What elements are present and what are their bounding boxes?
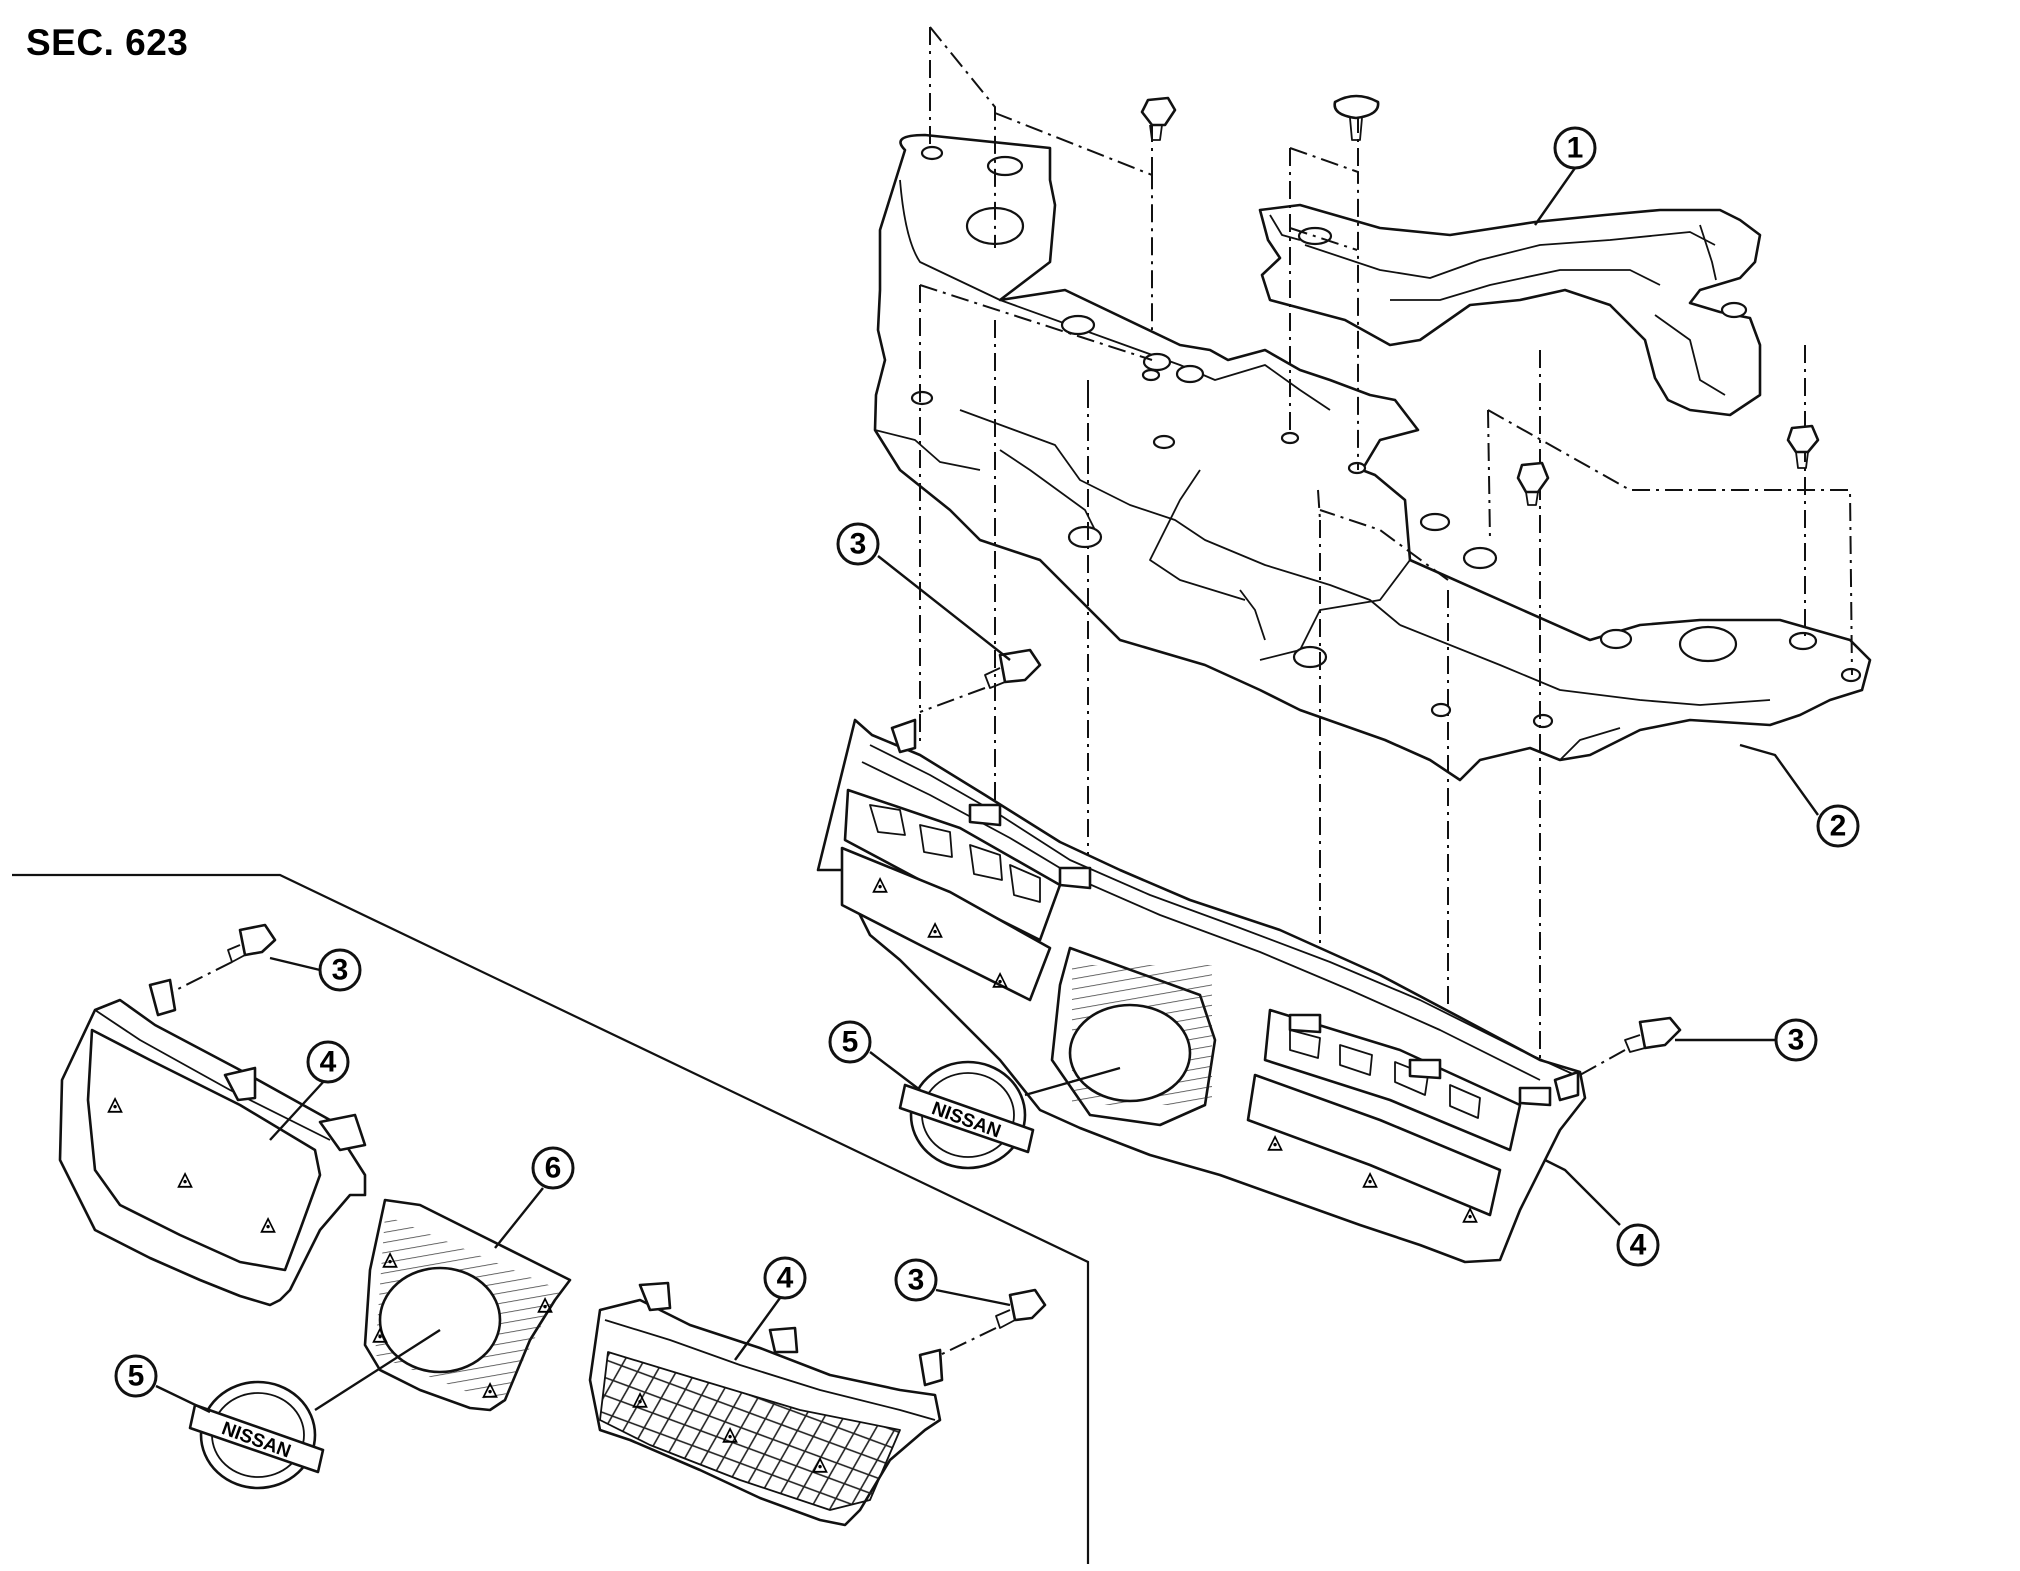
variant-grille-left: ◬ ◬ ◬ <box>58 978 367 1307</box>
nissan-emblem-variant: NISSAN <box>188 1328 441 1490</box>
variant-inset-frame <box>12 873 1090 1564</box>
callout-4a-label: 4 <box>1630 1229 1647 1262</box>
callout-1: 1 <box>1534 126 1597 226</box>
callout-5a-label: 5 <box>842 1026 859 1059</box>
callout-3b-label: 3 <box>1788 1024 1805 1057</box>
mold-mark: ◬ <box>927 919 944 940</box>
callout-5b: 5 <box>114 1354 211 1414</box>
callout-3c-label: 3 <box>332 954 349 987</box>
push-clip-upper-left <box>1140 96 1177 141</box>
mold-mark: ◬ <box>1267 1132 1284 1153</box>
push-clip-mid-right <box>1516 461 1550 506</box>
mold-mark: ◬ <box>722 1424 739 1445</box>
callout-3b: 3 <box>1675 1018 1818 1062</box>
mold-mark: ◬ <box>177 1169 194 1190</box>
mold-mark: ◬ <box>992 969 1009 990</box>
mold-mark: ◬ <box>372 1324 389 1345</box>
callout-3d-label: 3 <box>908 1264 925 1297</box>
radiator-core-cover <box>873 133 1872 782</box>
callout-4c: 4 <box>734 1256 807 1361</box>
callout-4c-label: 4 <box>777 1262 794 1295</box>
mold-mark: ◬ <box>537 1294 554 1315</box>
mold-mark: ◬ <box>1362 1169 1379 1190</box>
callout-1-label: 1 <box>1567 132 1584 165</box>
grille-clip-left <box>919 648 1042 713</box>
mold-mark: ◬ <box>107 1094 124 1115</box>
mold-mark: ◬ <box>872 874 889 895</box>
mold-mark: ◬ <box>382 1249 399 1270</box>
mold-mark: ◬ <box>632 1389 649 1410</box>
mold-mark: ◬ <box>1462 1204 1479 1225</box>
push-clip-right <box>1786 424 1820 469</box>
callout-6: 6 <box>494 1146 575 1249</box>
mold-mark: ◬ <box>812 1454 829 1475</box>
callout-5a: 5 <box>828 1020 921 1091</box>
callout-4b-label: 4 <box>320 1046 337 1079</box>
callout-3d: 3 <box>894 1258 1011 1307</box>
callout-5b-label: 5 <box>128 1360 145 1393</box>
air-guide-duct <box>1258 203 1762 417</box>
callout-3a-label: 3 <box>850 528 867 561</box>
front-grille-main: ◬ ◬ ◬ ◬ ◬ ◬ <box>816 718 1587 1264</box>
variant-grille-right: ◬ ◬ ◬ <box>588 1281 944 1527</box>
nissan-emblem-main: NISSAN <box>898 1060 1121 1170</box>
callout-2: 2 <box>1739 743 1860 848</box>
callout-3a: 3 <box>836 522 1011 661</box>
mold-mark: ◬ <box>260 1214 277 1235</box>
variant-clip-right <box>939 1288 1047 1356</box>
push-clip-upper-center <box>1333 94 1380 141</box>
callout-4b: 4 <box>269 1040 350 1141</box>
variant-grille-center: ◬ ◬ ◬ ◬ <box>363 1198 572 1412</box>
section-label: SEC. 623 <box>26 22 189 63</box>
mold-mark: ◬ <box>482 1379 499 1400</box>
callout-2-label: 2 <box>1830 810 1847 843</box>
callout-6-label: 6 <box>545 1152 562 1185</box>
variant-clip-left <box>171 923 277 993</box>
callout-3c: 3 <box>269 948 362 992</box>
callout-4a: 4 <box>1544 1158 1660 1267</box>
grille-clip-right <box>1579 1016 1682 1076</box>
